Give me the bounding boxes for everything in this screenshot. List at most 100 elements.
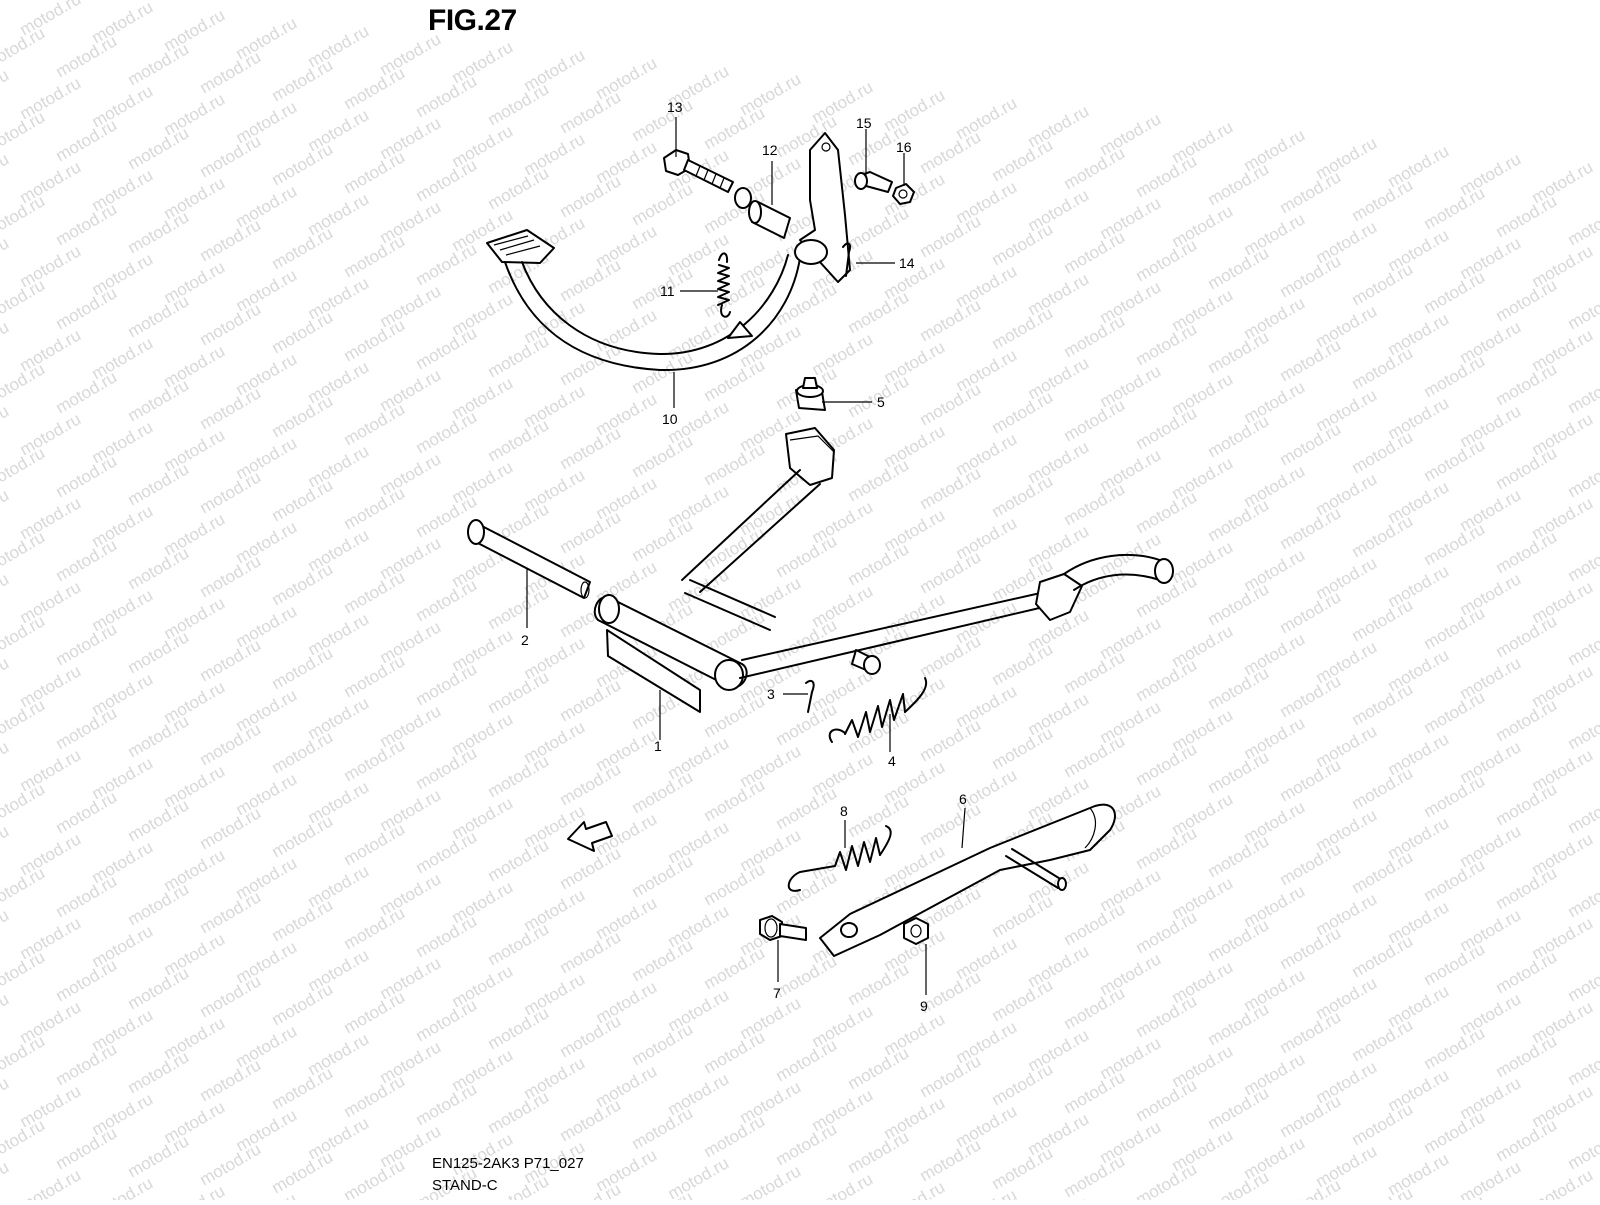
watermark-text: motod.ru xyxy=(989,723,1057,773)
watermark-text: motod.ru xyxy=(269,139,337,189)
watermark-text: motod.ru xyxy=(917,211,985,261)
watermark-text: motod.ru xyxy=(0,149,12,199)
watermark-text: motod.ru xyxy=(629,1103,697,1153)
watermark-text: motod.ru xyxy=(1133,319,1201,369)
watermark-text: motod.ru xyxy=(989,1059,1057,1109)
watermark-text: motod.ru xyxy=(0,905,12,955)
watermark-text: motod.ru xyxy=(1349,931,1417,981)
watermark-text: motod.ru xyxy=(629,935,697,985)
watermark-text: motod.ru xyxy=(1349,763,1417,813)
watermark-text: motod.ru xyxy=(701,439,769,489)
watermark-text: motod.ru xyxy=(269,1063,337,1113)
watermark-text: motod.ru xyxy=(1493,275,1561,325)
watermark-text: motod.ru xyxy=(125,291,193,341)
watermark-text: motod.ru xyxy=(341,315,409,365)
watermark-text: motod.ru xyxy=(1493,611,1561,661)
watermark-text: motod.ru xyxy=(1349,1015,1417,1065)
watermark-text: motod.ru xyxy=(0,1073,12,1123)
watermark-text: motod.ru xyxy=(53,199,121,249)
watermark-text: motod.ru xyxy=(989,1143,1057,1193)
watermark-text: motod.ru xyxy=(557,255,625,305)
watermark-text: motod.ru xyxy=(53,115,121,165)
watermark-text: motod.ru xyxy=(197,215,265,265)
watermark-text: motod.ru xyxy=(53,1039,121,1089)
watermark-text: motod.ru xyxy=(1205,747,1273,797)
watermark-text: motod.ru xyxy=(629,95,697,145)
watermark-text: motod.ru xyxy=(197,383,265,433)
watermark-text: motod.ru xyxy=(701,1111,769,1161)
watermark-text: motod.ru xyxy=(845,287,913,337)
watermark-text: motod.ru xyxy=(557,675,625,725)
watermark-text: motod.ru xyxy=(125,627,193,677)
watermark-text: motod.ru xyxy=(1349,175,1417,225)
watermark-text: motod.ru xyxy=(1133,235,1201,285)
watermark-text: motod.ru xyxy=(485,163,553,213)
watermark-text: motod.ru xyxy=(53,283,121,333)
figure-code: EN125-2AK3 P71_027 xyxy=(432,1155,584,1172)
watermark-text: motod.ru xyxy=(341,735,409,785)
watermark-text: motod.ru xyxy=(341,63,409,113)
watermark-text: motod.ru xyxy=(341,399,409,449)
watermark-text: motod.ru xyxy=(917,631,985,681)
watermark-text: motod.ru xyxy=(0,359,48,409)
callout-6: 6 xyxy=(959,791,967,807)
watermark-text: motod.ru xyxy=(1133,487,1201,537)
watermark-text: motod.ru xyxy=(773,951,841,1001)
watermark-text: motod.ru xyxy=(0,779,48,829)
watermark-text: motod.ru xyxy=(413,995,481,1045)
watermark-text: motod.ru xyxy=(1277,671,1345,721)
watermark-text: motod.ru xyxy=(125,711,193,761)
watermark-text: motod.ru xyxy=(1205,579,1273,629)
callout-14: 14 xyxy=(899,255,915,271)
watermark-text: motod.ru xyxy=(0,611,48,661)
watermark-text: motod.ru xyxy=(0,863,48,913)
watermark-text: motod.ru xyxy=(1565,871,1600,921)
watermark-text: motod.ru xyxy=(881,1177,949,1200)
watermark-text: motod.ru xyxy=(1205,831,1273,881)
watermark-text: motod.ru xyxy=(197,635,265,685)
watermark-text: motod.ru xyxy=(341,987,409,1037)
watermark-text: motod.ru xyxy=(413,155,481,205)
callout-12: 12 xyxy=(762,142,778,158)
watermark-text: motod.ru xyxy=(413,575,481,625)
watermark-text: motod.ru xyxy=(557,927,625,977)
watermark-text: motod.ru xyxy=(701,691,769,741)
watermark-text: motod.ru xyxy=(1493,191,1561,241)
watermark-text: motod.ru xyxy=(917,1135,985,1185)
watermark-text: motod.ru xyxy=(1277,587,1345,637)
watermark-text: motod.ru xyxy=(773,867,841,917)
watermark-text: motod.ru xyxy=(197,1139,265,1189)
watermark-text: motod.ru xyxy=(1061,647,1129,697)
watermark-text: motod.ru xyxy=(1349,343,1417,393)
callout-10: 10 xyxy=(662,411,678,427)
callout-8: 8 xyxy=(840,803,848,819)
watermark-text: motod.ru xyxy=(1565,451,1600,501)
watermark-text: motod.ru xyxy=(1133,823,1201,873)
watermark-text: motod.ru xyxy=(1061,311,1129,361)
watermark-text: motod.ru xyxy=(125,1131,193,1181)
watermark-text: motod.ru xyxy=(413,71,481,121)
watermark-text: motod.ru xyxy=(989,219,1057,269)
watermark-text: motod.ru xyxy=(1061,395,1129,445)
watermark-text: motod.ru xyxy=(17,1165,85,1200)
callout-4: 4 xyxy=(888,753,896,769)
watermark-text: motod.ru xyxy=(0,191,48,241)
watermark-text: motod.ru xyxy=(629,179,697,229)
watermark-text: motod.ru xyxy=(197,551,265,601)
watermark-text: motod.ru xyxy=(485,835,553,885)
watermark-text: motod.ru xyxy=(125,963,193,1013)
watermark-text: motod.ru xyxy=(0,23,48,73)
watermark-text: motod.ru xyxy=(773,783,841,833)
watermark-text: motod.ru xyxy=(53,451,121,501)
watermark-text: motod.ru xyxy=(1349,511,1417,561)
watermark-text: motod.ru xyxy=(665,1153,733,1200)
watermark-text: motod.ru xyxy=(53,367,121,417)
callout-13: 13 xyxy=(667,99,683,115)
watermark-text: motod.ru xyxy=(197,131,265,181)
side-stand-nut xyxy=(904,918,928,944)
watermark-text: motod.ru xyxy=(1277,503,1345,553)
watermark-text: motod.ru xyxy=(413,659,481,709)
watermark-text: motod.ru xyxy=(1421,1191,1489,1200)
watermark-text: motod.ru xyxy=(773,531,841,581)
